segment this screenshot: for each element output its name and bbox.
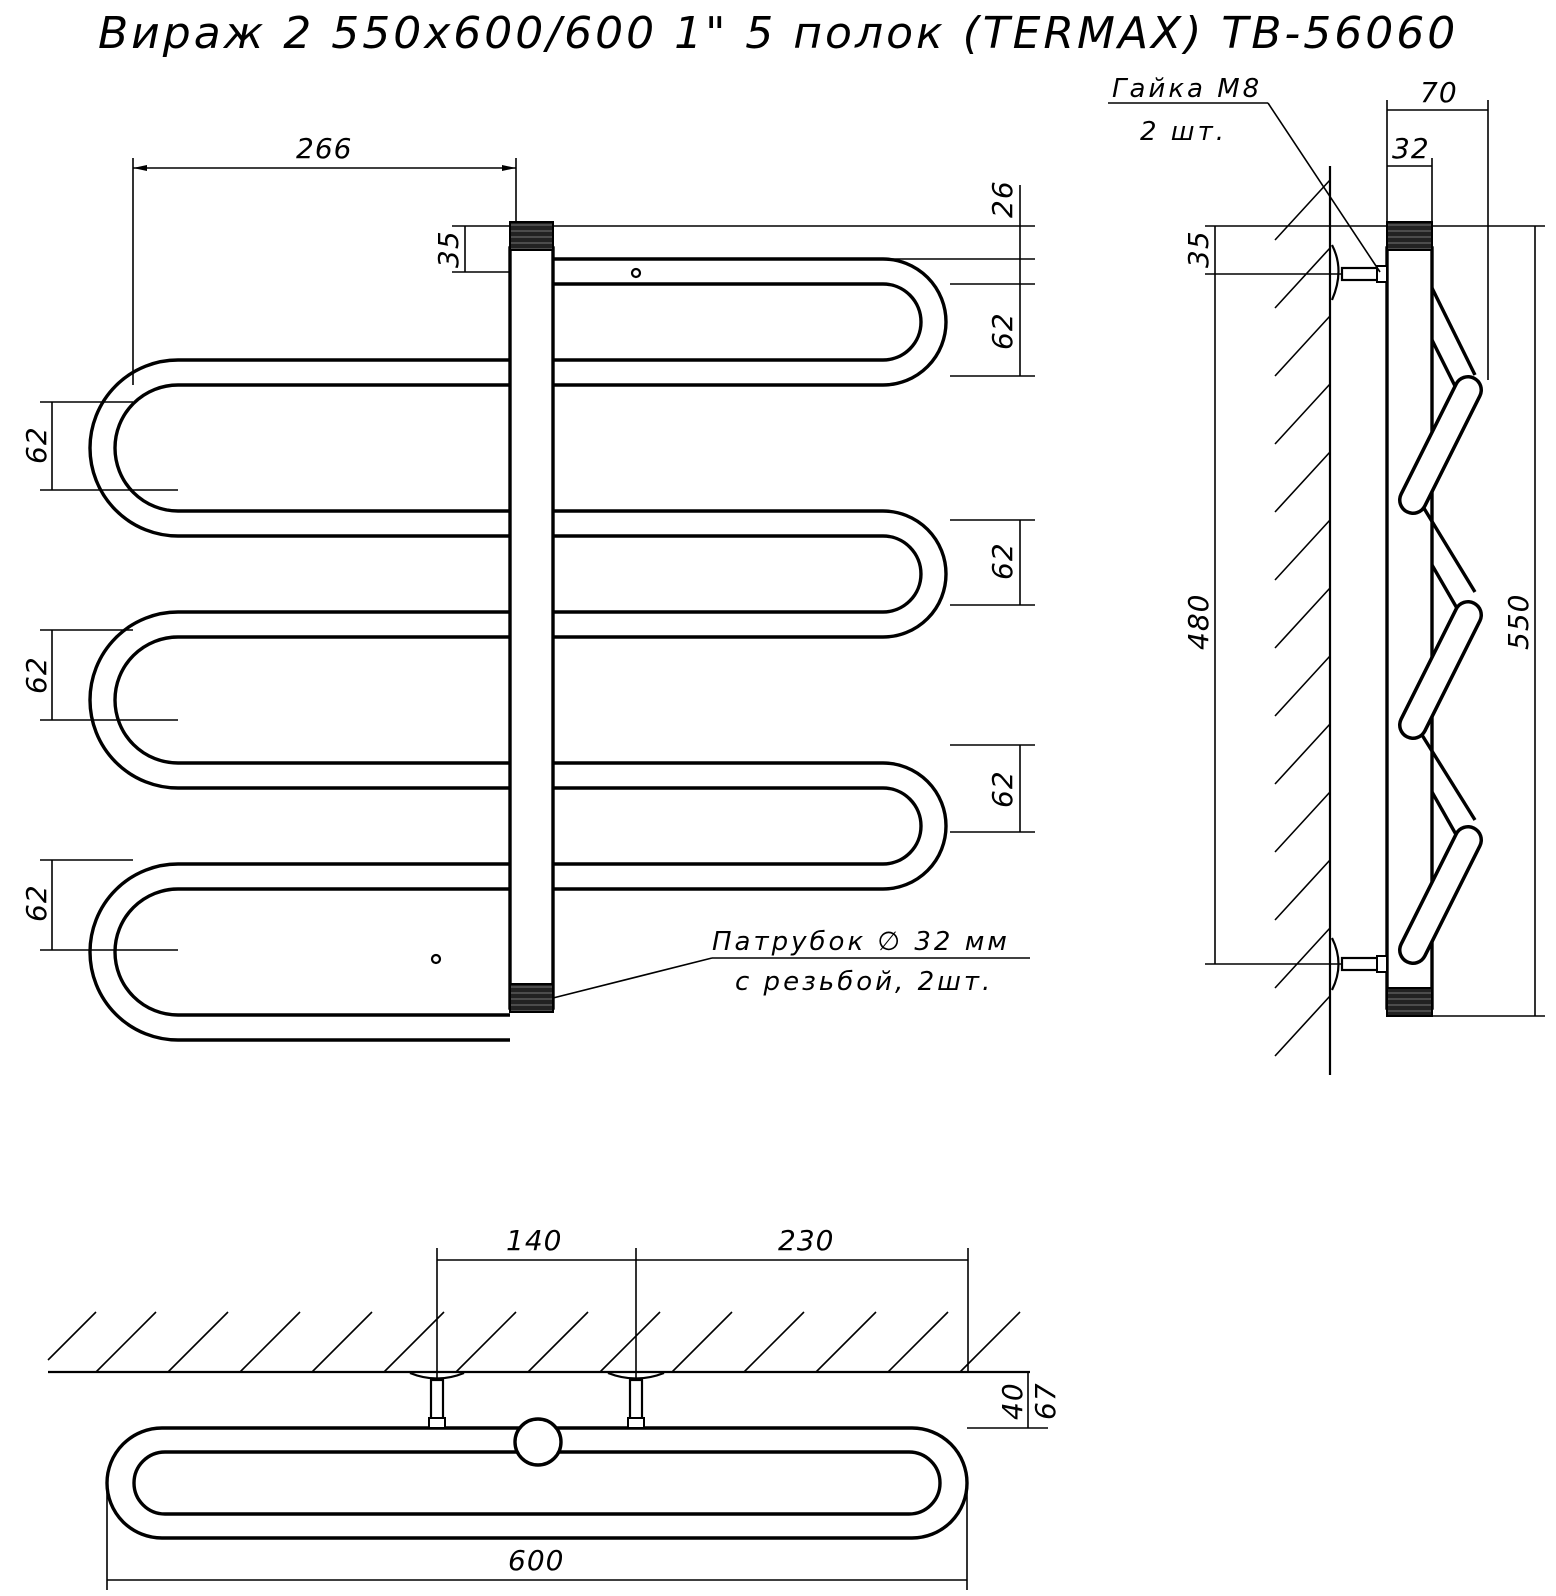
dim-480: 480 — [1182, 594, 1215, 650]
dim-62-right-2: 62 — [986, 542, 1019, 580]
dim-140: 140 — [506, 1224, 562, 1257]
dim-62-right-3: 62 — [986, 770, 1019, 808]
threaded-nipple-top — [509, 221, 554, 251]
wall-bracket-top — [1330, 244, 1389, 301]
front-view: 266 35 26 62 62 62 62 62 62 — [20, 132, 1035, 1042]
dim-230: 230 — [778, 1224, 834, 1257]
serpentine-tube-outer — [113, 257, 948, 1017]
dim-70: 70 — [1420, 76, 1458, 109]
dim-550: 550 — [1502, 594, 1535, 650]
dim-35-side: 35 — [1182, 230, 1215, 268]
side-nipple-top — [1386, 221, 1433, 251]
dim-62-right-1: 62 — [986, 312, 1019, 350]
side-view: Гайка М8 2 шт. 70 32 35 480 550 — [1108, 74, 1545, 1075]
dim-62-left-3: 62 — [20, 884, 53, 922]
wall-hatching-side — [1274, 179, 1331, 1057]
dim-40: 40 — [996, 1382, 1029, 1420]
threaded-nipple-bottom — [509, 983, 554, 1013]
air-vent-bottom — [430, 953, 442, 965]
note-nipple-line1: Патрубок ∅ 32 мм — [712, 927, 1010, 957]
side-shelf-tubes — [1398, 287, 1483, 965]
vertical-collector — [508, 246, 555, 1010]
dim-32: 32 — [1392, 132, 1430, 165]
dim-600: 600 — [508, 1544, 564, 1577]
dim-62-left-1: 62 — [20, 426, 53, 464]
top-view: 140 230 40 67 600 — [47, 1224, 1062, 1590]
dim-26-front: 26 — [986, 180, 1019, 218]
top-bracket-right — [607, 1371, 665, 1429]
drawing-title: Вираж 2 550х600/600 1" 5 полок (TERMAX) … — [98, 8, 1458, 59]
dim-35-front: 35 — [432, 230, 465, 268]
top-bracket-left — [409, 1371, 465, 1429]
dim-62-left-2: 62 — [20, 656, 53, 694]
air-vent-top — [630, 267, 642, 279]
dim-67: 67 — [1029, 1382, 1062, 1420]
side-collector — [1385, 246, 1434, 1010]
serpentine-tube-inner — [88, 282, 923, 1042]
top-collector — [513, 1417, 563, 1467]
side-nipple-bottom — [1386, 987, 1433, 1017]
dim-266: 266 — [296, 132, 352, 165]
note-nipple-line2: с резьбой, 2шт. — [735, 967, 993, 997]
note-nut-line2: 2 шт. — [1140, 117, 1227, 147]
note-nut-line1: Гайка М8 — [1112, 74, 1262, 104]
wall-hatching-top — [47, 1311, 1021, 1373]
